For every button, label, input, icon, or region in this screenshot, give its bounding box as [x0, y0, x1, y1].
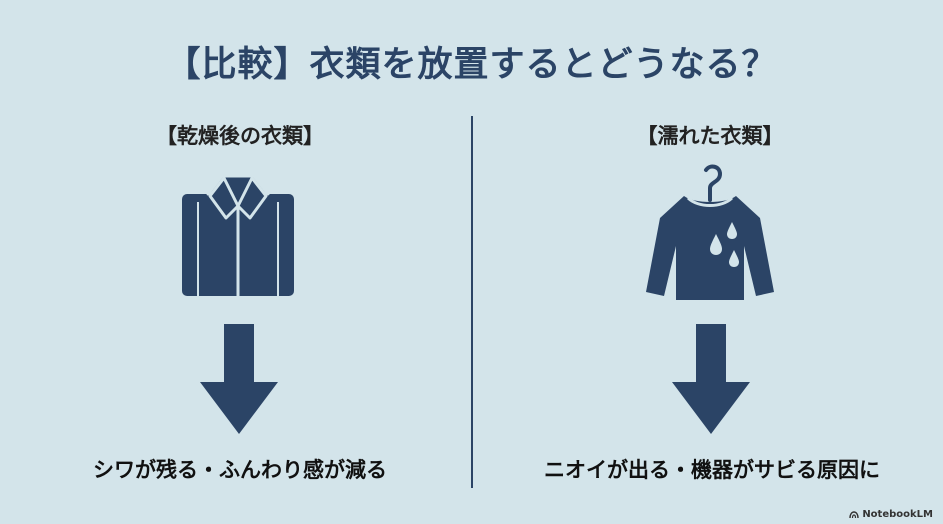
left-column-label: 【乾燥後の衣類】 — [156, 124, 324, 148]
watermark-text: NotebookLM — [862, 509, 933, 520]
notebooklm-watermark: NotebookLM — [849, 509, 933, 520]
right-caption: ニオイが出る・機器がサビる原因に — [544, 458, 880, 482]
left-down-arrow-icon — [200, 324, 278, 434]
center-divider — [471, 116, 473, 488]
right-down-arrow-icon — [672, 324, 750, 434]
wet-shirt-on-hanger-icon — [646, 164, 774, 300]
page-title: 【比較】衣類を放置するとどうなる？ — [165, 45, 778, 85]
folded-shirt-icon — [182, 174, 294, 296]
left-caption: シワが残る・ふんわり感が減る — [93, 458, 387, 482]
notebooklm-logo-icon — [849, 510, 860, 518]
right-column-label: 【濡れた衣類】 — [636, 124, 784, 148]
